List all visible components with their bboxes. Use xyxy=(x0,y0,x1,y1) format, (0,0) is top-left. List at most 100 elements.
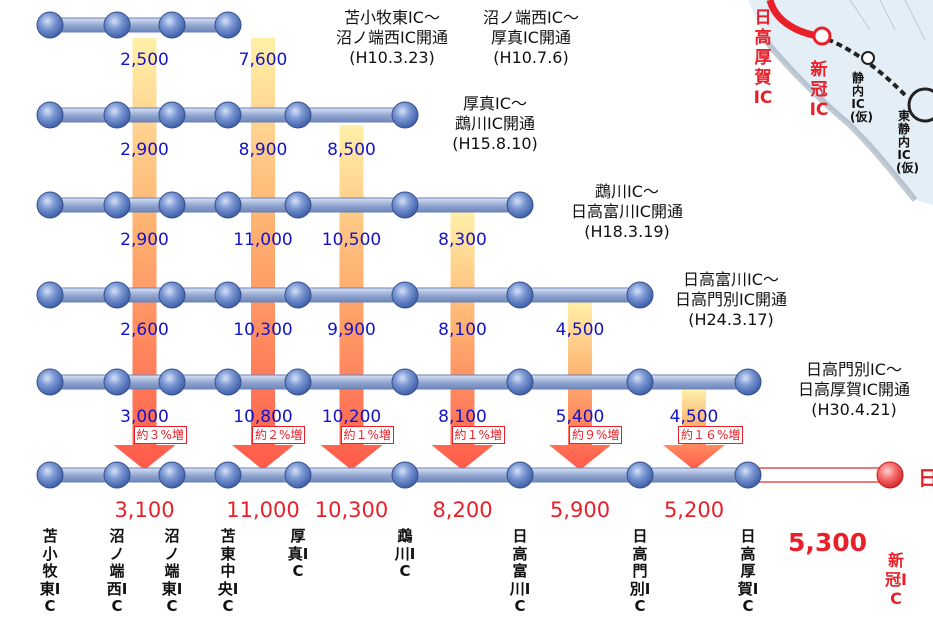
map-inset xyxy=(748,0,933,205)
increase-arrow xyxy=(431,212,494,470)
interchange-node xyxy=(103,281,131,309)
interchange-node xyxy=(626,281,654,309)
interchange-node xyxy=(506,191,534,219)
caption-line: (H18.3.19) xyxy=(584,222,670,241)
interchange-node xyxy=(214,191,242,219)
segment-traffic-value: 3,000 xyxy=(120,407,169,427)
caption-line: 日高門別IC開通 xyxy=(675,290,787,309)
interchange-node xyxy=(103,101,131,129)
caption-line: 日高門別IC～ xyxy=(806,360,902,379)
interchange-node xyxy=(36,11,64,39)
caption-line: 苫小牧東IC～ xyxy=(344,8,440,27)
interchange-label: 日高門別IC xyxy=(629,527,651,615)
interchange-node xyxy=(158,191,186,219)
map-label-higashi-shizunai: 東静内IC(仮) xyxy=(896,109,919,175)
interchange-node xyxy=(158,368,186,396)
interchange-node xyxy=(391,281,419,309)
interchange-node xyxy=(284,461,312,489)
increase-rate-badge: 約１%増 xyxy=(340,426,394,444)
interchange-node xyxy=(214,11,242,39)
increase-rate-badge: 約９%増 xyxy=(569,426,623,444)
caption-opening-2: 沼ノ端西IC～ 厚真IC開通 (H10.7.6) xyxy=(466,8,596,68)
segment-traffic-value: 2,900 xyxy=(120,230,169,250)
interchange-node xyxy=(36,461,64,489)
final-traffic-value: 8,200 xyxy=(432,498,493,522)
segment-traffic-value: 2,900 xyxy=(120,140,169,160)
map-land xyxy=(748,0,933,205)
map-label-hidaka-atsuga: 日高厚賀IC xyxy=(753,8,773,108)
caption-line: 日高厚賀IC開通 xyxy=(798,380,910,399)
segment-traffic-value: 10,300 xyxy=(233,320,293,340)
interchange-node xyxy=(36,368,64,396)
interchange-node xyxy=(391,461,419,489)
interchange-label: 日高厚賀IC xyxy=(737,527,759,615)
increase-rate-badge: 約３%増 xyxy=(133,426,187,444)
interchange-node xyxy=(36,191,64,219)
interchange-node xyxy=(158,461,186,489)
caption-line: 鵡川IC～ xyxy=(595,182,659,201)
caption-line: 厚真IC～ xyxy=(463,94,527,113)
map-route-red xyxy=(766,0,819,40)
interchange-label: 苫小牧東IC xyxy=(39,527,61,615)
interchange-node xyxy=(103,461,131,489)
segment-traffic-value: 11,000 xyxy=(233,230,293,250)
caption-line: 鵡川IC開通 xyxy=(455,114,535,133)
segment-traffic-value: 9,900 xyxy=(327,320,376,340)
map-label-shizunai: 静内IC(仮) xyxy=(850,71,873,124)
interchange-node xyxy=(158,101,186,129)
segment-traffic-value: 4,500 xyxy=(555,320,605,340)
interchange-label: 沼ノ端東IC xyxy=(161,527,183,615)
segment-traffic-value: 8,300 xyxy=(438,230,487,250)
interchange-node xyxy=(284,101,312,129)
caption-opening-6: 日高門別IC～ 日高厚賀IC開通 (H30.4.21) xyxy=(780,360,928,420)
interchange-label: 厚真IC xyxy=(287,527,309,580)
final-traffic-value: 5,200 xyxy=(663,498,725,522)
caption-line: (H30.4.21) xyxy=(811,400,897,419)
timeline-bar xyxy=(49,287,641,303)
interchange-node xyxy=(158,11,186,39)
interchange-node xyxy=(214,368,242,396)
caption-line: 厚真IC開通 xyxy=(491,28,571,47)
arrows-layer xyxy=(113,38,725,470)
interchange-node xyxy=(506,368,534,396)
map-node-east xyxy=(907,87,933,123)
caption-opening-3: 厚真IC～ 鵡川IC開通 (H15.8.10) xyxy=(432,94,558,154)
segment-traffic-value: 8,100 xyxy=(438,320,487,340)
caption-line: (H10.3.23) xyxy=(349,48,435,67)
new-route-edge-label: 日 xyxy=(918,466,933,490)
interchange-node xyxy=(391,368,419,396)
increase-rate-badge: 約１%増 xyxy=(451,426,505,444)
interchange-node xyxy=(391,191,419,219)
segment-traffic-value: 8,900 xyxy=(238,140,288,160)
interchange-node xyxy=(214,101,242,129)
new-segment-bar xyxy=(747,467,891,483)
caption-opening-4: 鵡川IC～ 日高富川IC開通 (H18.3.19) xyxy=(556,182,698,242)
caption-line: (H15.8.10) xyxy=(452,134,538,153)
increase-arrow xyxy=(232,38,294,470)
segment-traffic-value: 7,600 xyxy=(238,50,288,70)
map-coastline xyxy=(762,38,918,202)
interchange-node xyxy=(214,461,242,489)
segment-traffic-value: 5,400 xyxy=(555,407,605,427)
interchange-node xyxy=(36,281,64,309)
caption-line: 日高富川IC開通 xyxy=(571,202,683,221)
new-section-traffic-value: 5,300 xyxy=(788,528,868,557)
final-traffic-value: 5,900 xyxy=(549,498,611,522)
final-traffic-value: 3,100 xyxy=(114,498,175,522)
segment-traffic-value: 10,800 xyxy=(233,407,293,427)
interchange-node xyxy=(214,281,242,309)
segment-traffic-value: 10,200 xyxy=(321,407,382,427)
caption-opening-5: 日高富川IC～ 日高門別IC開通 (H24.3.17) xyxy=(658,270,804,330)
interchange-node xyxy=(734,368,762,396)
increase-arrow xyxy=(113,38,176,470)
interchange-label: 日高富川IC xyxy=(509,527,531,615)
interchange-node xyxy=(103,191,131,219)
caption-line: 沼ノ端西IC～ xyxy=(483,8,579,27)
interchange-node xyxy=(103,11,131,39)
map-label-niikappu: 新冠IC xyxy=(809,60,829,120)
segment-traffic-value: 8,500 xyxy=(327,140,376,160)
timeline-bar xyxy=(49,17,229,33)
interchange-node xyxy=(734,461,762,489)
